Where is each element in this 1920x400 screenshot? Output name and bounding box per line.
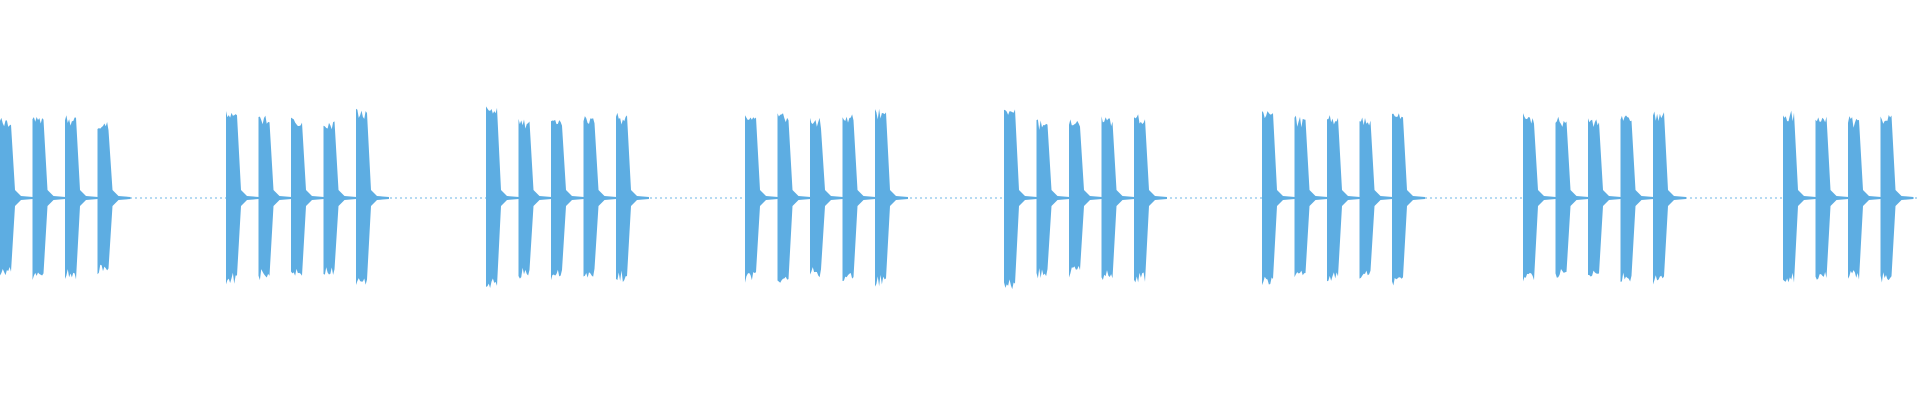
waveform-burst <box>1294 115 1328 278</box>
waveform-burst <box>1620 115 1654 282</box>
waveform-bursts <box>0 106 1914 290</box>
waveform-burst <box>1134 114 1167 283</box>
waveform-burst <box>1327 115 1360 282</box>
waveform-burst <box>1262 110 1295 286</box>
waveform-burst <box>551 119 584 281</box>
waveform-burst <box>486 106 519 289</box>
waveform-burst <box>518 118 552 279</box>
burst-group <box>226 108 389 286</box>
waveform-burst <box>226 111 259 285</box>
waveform-burst <box>1880 114 1914 283</box>
burst-group <box>1523 111 1686 285</box>
waveform-burst <box>875 108 908 287</box>
waveform-burst <box>1392 113 1425 286</box>
waveform-burst <box>356 108 389 286</box>
burst-group <box>1262 110 1425 286</box>
waveform-burst <box>842 114 876 282</box>
waveform-burst <box>1069 119 1102 278</box>
waveform-burst <box>65 115 98 280</box>
waveform-burst <box>97 121 131 275</box>
waveform-burst <box>616 112 649 282</box>
waveform-burst <box>1588 118 1621 277</box>
waveform-burst <box>0 117 33 276</box>
waveform-burst <box>258 115 292 281</box>
waveform-burst <box>1359 117 1393 279</box>
burst-group <box>486 106 649 289</box>
burst-group <box>1004 109 1167 290</box>
waveform-burst <box>1004 109 1037 290</box>
waveform-burst <box>1523 113 1556 282</box>
waveform-burst <box>810 117 843 278</box>
waveform-burst <box>1848 116 1881 280</box>
waveform-burst <box>1783 110 1816 283</box>
burst-group <box>0 115 131 281</box>
waveform-burst <box>1653 111 1686 285</box>
burst-group <box>1783 110 1914 283</box>
waveform-burst <box>32 117 66 281</box>
waveform-burst <box>1815 116 1849 280</box>
waveform-burst <box>323 121 357 275</box>
burst-group <box>745 108 908 287</box>
waveform-burst <box>745 115 778 283</box>
waveform-burst <box>1101 116 1135 281</box>
waveform-burst <box>777 113 811 283</box>
waveform-burst <box>1555 116 1589 278</box>
waveform-burst <box>583 116 617 278</box>
waveform-burst <box>1036 119 1070 279</box>
waveform-burst <box>291 117 324 276</box>
